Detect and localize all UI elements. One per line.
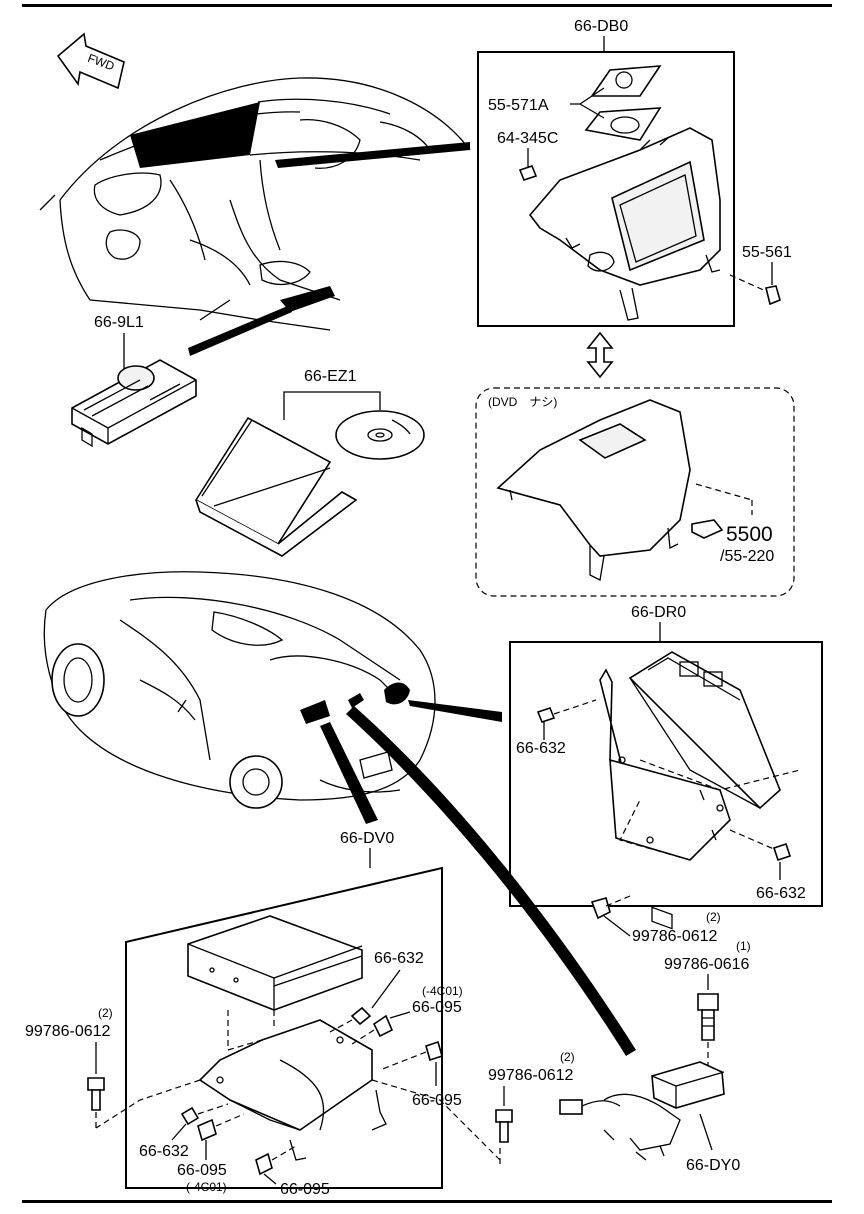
screw-66-632-a-icon <box>536 699 597 740</box>
label-66-095-c: 66-095 <box>177 1162 227 1179</box>
pointer-dr0 <box>408 700 502 722</box>
screw-66-632-d-icon <box>171 1103 229 1141</box>
pointer-9l1 <box>188 305 292 356</box>
label-66-DV0: 66-DV0 <box>340 830 394 847</box>
pointer-dy0 <box>346 706 636 1056</box>
label-66-632-d: 66-632 <box>139 1143 189 1160</box>
pointer-db0 <box>275 142 470 168</box>
leader-55-571A <box>570 87 605 119</box>
bottom-rule <box>22 1200 832 1203</box>
clip-66-095-c-icon <box>197 1113 245 1160</box>
swap-arrow-icon <box>586 331 614 379</box>
label-dvd-note: (DVD ナシ) <box>488 395 557 409</box>
manual-book-icon <box>194 416 358 557</box>
pointer-dv0 <box>320 722 378 824</box>
label-66-632-c: 66-632 <box>374 950 424 967</box>
screw-66-632-c-icon <box>329 969 401 1033</box>
dashboard-interior-illustration <box>39 77 471 331</box>
label-66-DB0: 66-DB0 <box>574 18 628 35</box>
label-55-220: /55-220 <box>720 548 774 565</box>
top-rule <box>22 4 832 7</box>
label-4C01-a: (-4C01) <box>422 984 463 998</box>
dr0-dashed-outline <box>619 759 801 861</box>
hand-pointer-icon <box>691 519 724 539</box>
antenna-unit-66-DY0 <box>559 1061 725 1161</box>
vehicle-exterior-illustration <box>43 571 436 809</box>
bolt-99786-0612-b-icon <box>87 1042 105 1128</box>
leader-66-EZ1 <box>283 391 381 420</box>
box-66-DB0 <box>477 51 735 327</box>
label-99786-0612-a-qty: (2) <box>706 910 721 924</box>
label-99786-0616-qty: (1) <box>736 939 751 953</box>
label-66-DY0: 66-DY0 <box>686 1157 740 1174</box>
blank-cover-panel <box>496 399 691 581</box>
box-66-DV0 <box>125 866 443 1189</box>
label-99786-0612-c-qty: (2) <box>560 1050 575 1064</box>
label-66-095-a: 66-095 <box>412 999 462 1016</box>
label-66-632-b: 66-632 <box>756 885 806 902</box>
display-panel-assembly <box>518 65 721 321</box>
bracket-dv0 <box>198 1019 387 1161</box>
leader-66-DY0 <box>699 1113 713 1151</box>
label-99786-0612-a: 99786-0612 <box>632 928 718 945</box>
commander-switch <box>71 359 197 448</box>
clip-66-095-b-icon <box>379 1040 443 1086</box>
screw-55-561-icon <box>729 262 781 306</box>
box-66-DR0 <box>509 641 823 907</box>
label-66-632-a: 66-632 <box>516 740 566 757</box>
label-99786-0616: 99786-0616 <box>664 956 750 973</box>
label-55-571A: 55-571A <box>488 97 549 114</box>
fwd-arrow-icon: FWD <box>56 32 125 90</box>
clip-66-095-a-icon <box>351 1011 411 1045</box>
box-no-dvd-variant <box>475 387 795 597</box>
label-66-095-d: 66-095 <box>280 1181 330 1198</box>
bolt-99786-0616-icon <box>697 974 719 1066</box>
label-55-561: 55-561 <box>742 244 792 261</box>
label-5500: 5500 <box>726 523 773 546</box>
dvd-unit-dv0 <box>187 915 363 1011</box>
dv0-dashed-guides <box>95 1079 501 1161</box>
label-66-DR0: 66-DR0 <box>631 604 686 621</box>
label-66-EZ1: 66-EZ1 <box>304 368 357 385</box>
label-66-095-b: 66-095 <box>412 1092 462 1109</box>
label-99786-0612-b-qty: (2) <box>98 1006 113 1020</box>
label-4C01-b: (-4C01) <box>186 1180 227 1194</box>
label-64-345C: 64-345C <box>497 130 558 147</box>
bolt-99786-0612-a-icon <box>590 895 631 937</box>
screw-66-632-b-icon <box>729 829 792 880</box>
dv0-dashed-outline <box>227 1010 275 1051</box>
disc-icon <box>335 410 425 460</box>
dvd-player-unit-dr0 <box>599 651 781 930</box>
clip-66-095-d-icon <box>255 1145 297 1185</box>
leader-5500 <box>695 483 753 501</box>
bolt-99786-0612-c-icon <box>495 1086 513 1164</box>
label-66-9L1: 66-9L1 <box>94 314 144 331</box>
label-99786-0612-c: 99786-0612 <box>488 1067 574 1084</box>
label-99786-0612-b: 99786-0612 <box>25 1023 111 1040</box>
